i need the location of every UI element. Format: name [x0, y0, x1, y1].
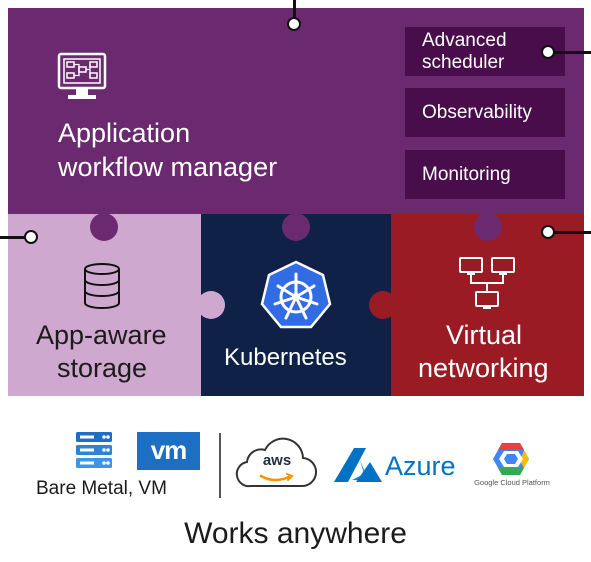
- puzzle-tab: [282, 213, 310, 241]
- module-advanced-scheduler-line1: Advanced: [422, 29, 507, 51]
- connector-pin: [24, 230, 38, 244]
- google-cloud-platform-text: Google Cloud Platform: [474, 478, 550, 487]
- storage-title-line2: storage: [57, 353, 148, 383]
- module-monitoring: Monitoring: [405, 150, 565, 199]
- azure-logo-text: Azure: [385, 451, 456, 481]
- connector-line: [0, 236, 26, 239]
- app-workflow-title-line1: Application: [58, 118, 191, 148]
- kubernetes-logo-icon: [260, 260, 332, 329]
- monitor-workflow-icon: [57, 52, 107, 99]
- connector-pin: [541, 225, 555, 239]
- azure-logo-icon: [334, 448, 382, 482]
- aws-logo-text: aws: [262, 452, 292, 469]
- kubernetes-label: Kubernetes: [224, 344, 347, 371]
- works-anywhere-tagline: Works anywhere: [184, 517, 407, 550]
- puzzle-tab: [197, 291, 225, 319]
- module-advanced-scheduler: Advanced scheduler: [405, 27, 565, 76]
- connector-pin: [541, 45, 555, 59]
- aws-cloud-logo-icon: [235, 437, 317, 488]
- puzzle-tab: [369, 291, 397, 319]
- server-stack-icon: [76, 432, 112, 468]
- database-icon: [84, 263, 120, 309]
- app-aware-storage-block: [8, 214, 201, 396]
- connector-pin: [287, 17, 301, 31]
- app-workflow-title-line2: workflow manager: [58, 152, 278, 182]
- puzzle-tab: [90, 213, 118, 241]
- footer-divider: [219, 433, 221, 498]
- networking-title-line2: networking: [418, 353, 549, 383]
- networking-title-line1: Virtual: [446, 320, 523, 350]
- bare-metal-vm-label: Bare Metal, VM: [36, 478, 167, 499]
- google-cloud-logo-icon: [493, 443, 529, 475]
- network-computers-icon: [459, 257, 515, 309]
- puzzle-tab: [474, 213, 502, 241]
- storage-title-line1: App-aware: [36, 320, 167, 350]
- connector-line: [293, 0, 296, 18]
- connector-line: [553, 51, 591, 54]
- connector-line: [553, 231, 591, 234]
- module-observability: Observability: [405, 88, 565, 137]
- module-advanced-scheduler-line2: scheduler: [422, 51, 505, 73]
- vmware-logo: vm: [137, 432, 200, 470]
